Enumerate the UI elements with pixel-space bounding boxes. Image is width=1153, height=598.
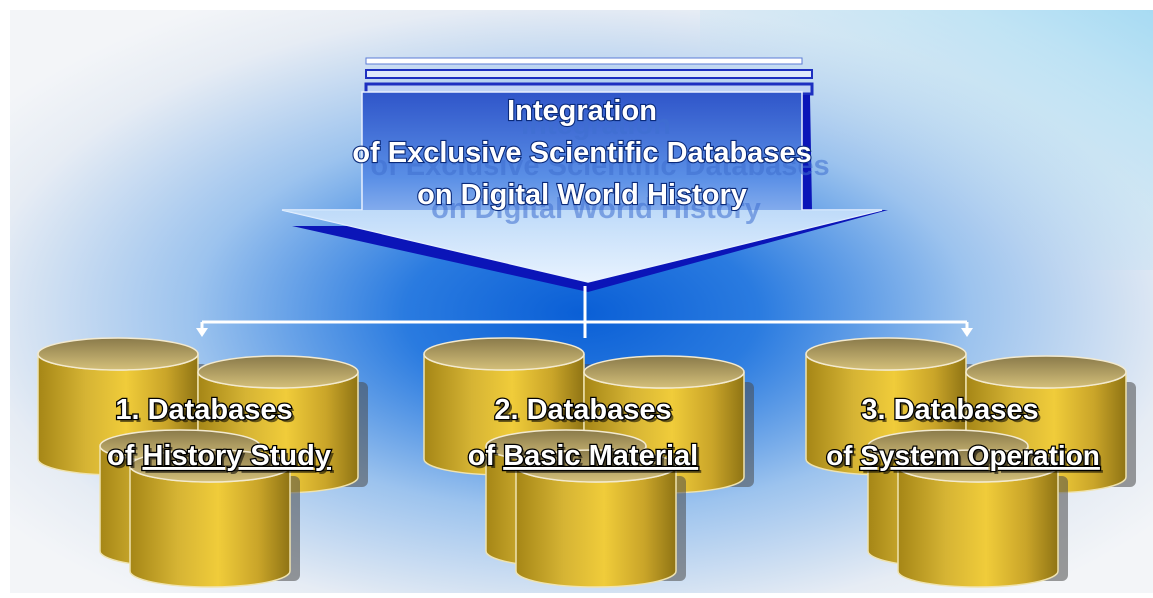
cylinder-top [897, 449, 1059, 483]
db1-prefix: of [107, 440, 135, 472]
db3-name: System Operation [860, 440, 1100, 471]
database-clusters [37, 337, 1136, 588]
cylinder-body [897, 465, 1059, 588]
connector [196, 286, 973, 338]
db1-line1-shadow: 1. Databases [118, 397, 295, 429]
db1-line2-shadow: of History Study [110, 443, 334, 475]
db2-line1: 2. Databases [494, 394, 671, 426]
db3-line2-shadow: of System Operation [829, 443, 1103, 474]
db1-line1: 1. Databases [115, 394, 292, 426]
cylinder-top [583, 355, 745, 389]
db3-prefix: of [826, 440, 853, 471]
cylinder-top [423, 337, 585, 371]
db3-line1-shadow: 3. Databases [864, 397, 1041, 429]
cylinder-top [197, 355, 359, 389]
cylinder-top [37, 337, 199, 371]
cylinder-top [805, 337, 967, 371]
db2-line1-shadow: 2. Databases [497, 397, 674, 429]
db1-name: History Study [142, 440, 331, 472]
cylinder-body [515, 465, 677, 588]
cylinder-top [965, 355, 1127, 389]
database-1-label: 1. Databases 1. Databases of History Stu… [106, 393, 334, 475]
db2-line2-shadow: of Basic Material [471, 443, 701, 475]
arrow-layer-2 [365, 69, 813, 79]
title-line-2: of Exclusive Scientific Databases [352, 137, 811, 169]
cylinder-top [515, 449, 677, 483]
database-labels: 1. Databases 1. Databases of History Stu… [106, 393, 1103, 475]
title-line-2-shadow: of Exclusive Scientific Databases [370, 150, 829, 182]
title-line-3: on Digital World History [417, 179, 747, 211]
db2-name: Basic Material [503, 440, 698, 472]
arrowhead-right-icon [961, 328, 973, 337]
integration-arrow [281, 57, 888, 292]
arrow-head [282, 210, 882, 282]
arrowhead-left-icon [196, 328, 208, 337]
database-3-label: 3. Databases 3. Databases of System Oper… [825, 393, 1103, 474]
db3-line2: of System Operation [826, 440, 1100, 471]
db2-prefix: of [468, 440, 496, 472]
db2-line2: of Basic Material [468, 440, 698, 472]
database-2-label: 2. Databases 2. Databases of Basic Mater… [466, 393, 701, 475]
cylinder-top [129, 449, 291, 483]
db3-line1: 3. Databases [861, 394, 1038, 426]
database-2-cylinder-icon [515, 449, 686, 588]
title-line-3-shadow: on Digital World History [431, 193, 761, 225]
cylinder-body [129, 465, 291, 588]
arrow-layer-1 [365, 57, 803, 65]
title-line-1-shadow: Integration [521, 109, 671, 141]
title-block: Integration of Exclusive Scientific Data… [351, 94, 829, 225]
title-line-1: Integration [507, 95, 657, 127]
database-3-cylinder-icon [897, 449, 1068, 588]
db1-line2: of History Study [107, 440, 331, 472]
database-1-cylinder-icon [129, 449, 300, 588]
